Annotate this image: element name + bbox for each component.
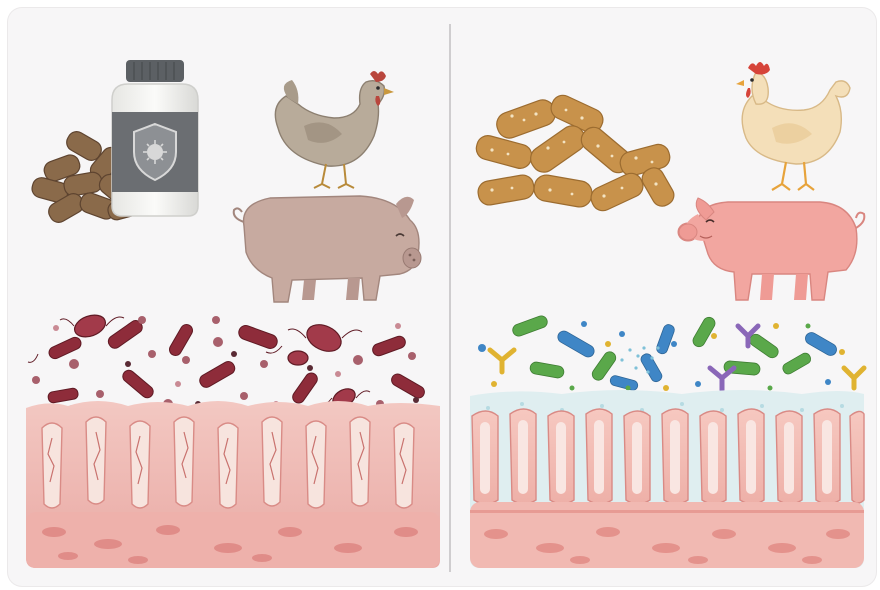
right-panel-scene <box>452 8 876 586</box>
illustration-frame <box>8 8 876 586</box>
antibiotic-bottle <box>112 60 198 216</box>
damaged-intestinal-villi <box>26 401 440 568</box>
beneficial-bacteria <box>478 314 864 391</box>
panel-divider <box>449 24 451 572</box>
healthy-pig <box>678 198 864 300</box>
healthy-intestinal-villi <box>470 390 864 568</box>
pig <box>234 196 421 302</box>
hen <box>275 71 394 188</box>
left-panel-scene <box>8 8 448 586</box>
healthy-hen <box>736 62 850 190</box>
feed-pellets-light <box>474 92 678 215</box>
right-panel-healthy-feed <box>452 8 876 586</box>
harmful-bacteria <box>28 311 427 411</box>
left-panel-antibiotic-feed <box>8 8 448 586</box>
